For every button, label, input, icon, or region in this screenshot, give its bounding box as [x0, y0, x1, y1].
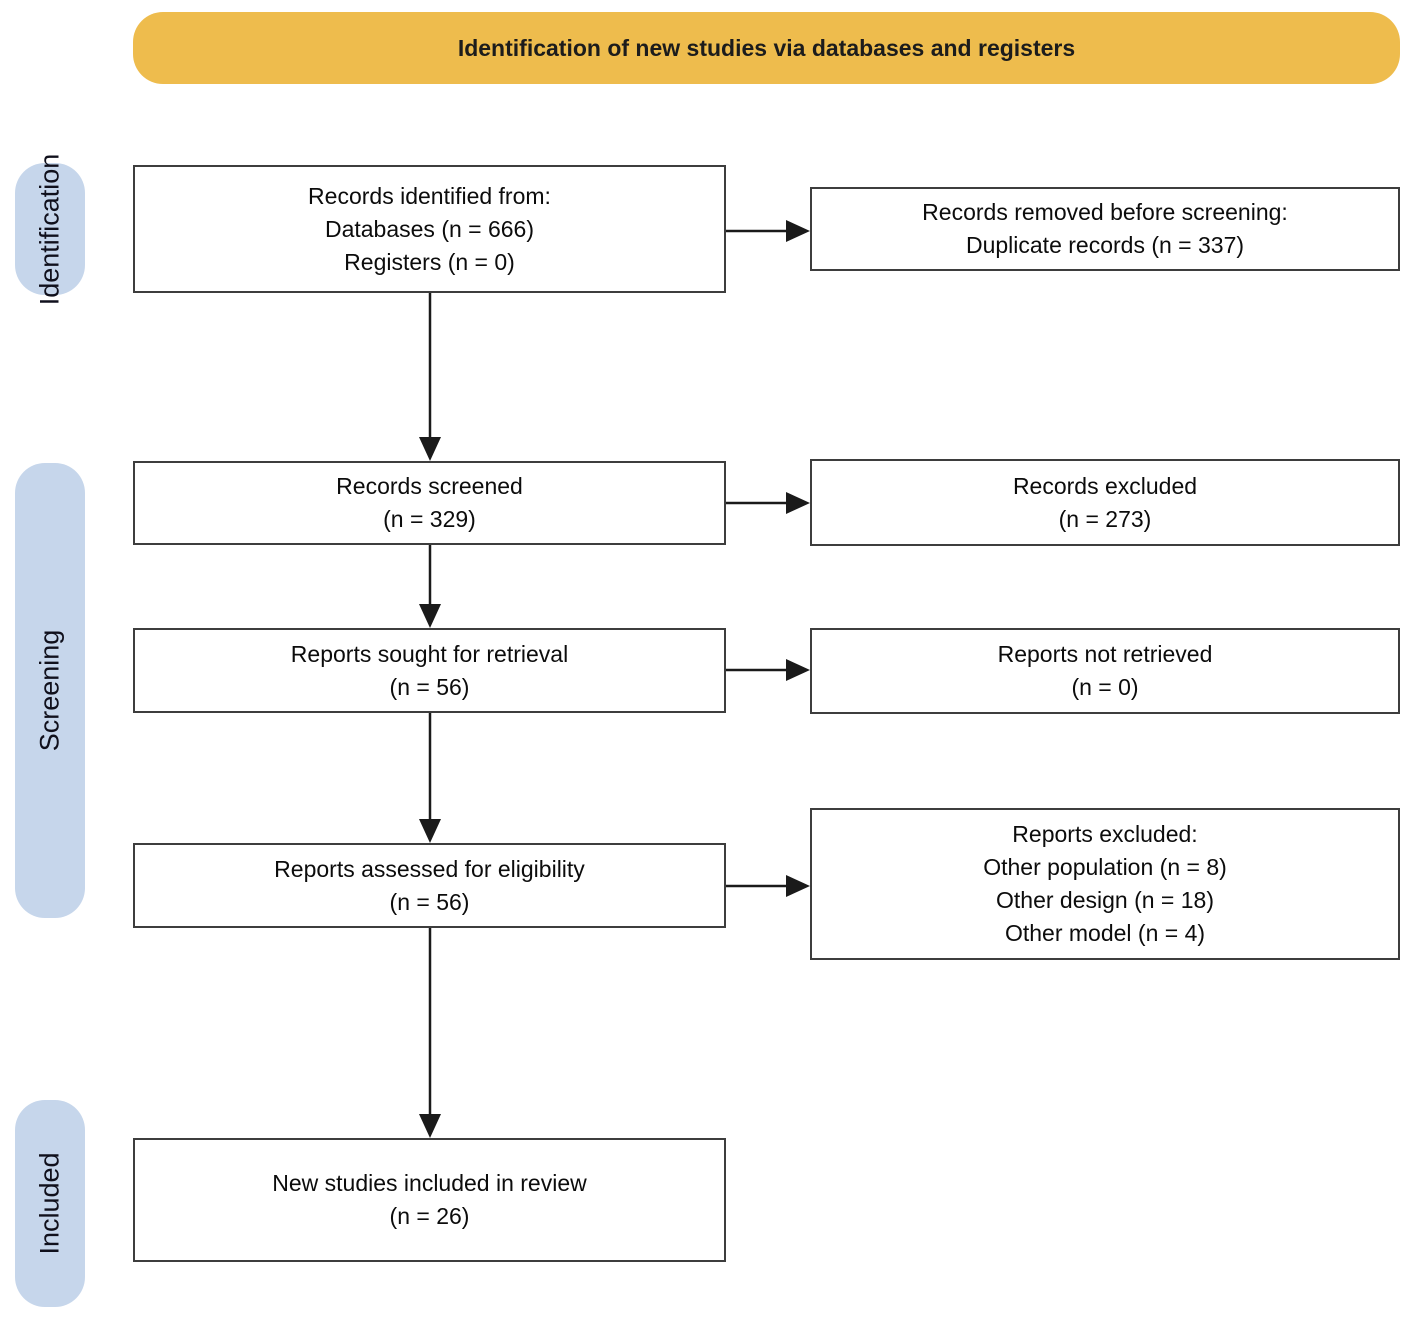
- arrow-screened-to-sought: [419, 545, 441, 628]
- arrow-sought-to-assessed: [419, 713, 441, 843]
- box-records-excluded: Records excluded (n = 273): [810, 459, 1400, 546]
- box-line: Other model (n = 4): [1004, 920, 1206, 946]
- box-line: (n = 56): [389, 673, 470, 700]
- box-line: Reports not retrieved: [997, 641, 1213, 667]
- box-records-screened: Records screened (n = 329): [133, 461, 726, 545]
- arrow-assessed-to-reports-excluded: [726, 875, 810, 897]
- box-reports-assessed-for-eligibility: Reports assessed for eligibility (n = 56…: [133, 843, 726, 928]
- box-line: (n = 0): [1071, 674, 1139, 700]
- stage-pill-included: Included: [15, 1100, 85, 1307]
- box-line: Databases (n = 666): [324, 215, 535, 242]
- arrow-sought-to-not-retrieved: [726, 659, 810, 681]
- arrow-identified-to-screened: [419, 293, 441, 461]
- box-records-removed-before-screening: Records removed before screening: Duplic…: [810, 187, 1400, 271]
- box-line: Records screened: [336, 473, 523, 499]
- box-records-identified: Records identified from: Databases (n = …: [133, 165, 726, 293]
- stage-label-screening: Screening: [34, 629, 65, 752]
- box-line: (n = 329): [383, 506, 476, 532]
- box-line: New studies included in review: [272, 1170, 587, 1196]
- arrow-screened-to-excluded: [726, 492, 810, 514]
- stage-pill-screening: Screening: [15, 463, 85, 918]
- box-line: Reports excluded:: [1012, 821, 1198, 847]
- box-line: Other design (n = 18): [996, 887, 1214, 913]
- stage-label-identification: Identification: [34, 153, 65, 305]
- box-line: Duplicate records (n = 337): [965, 232, 1245, 258]
- box-line: Reports assessed for eligibility: [274, 855, 585, 882]
- box-reports-sought-for-retrieval: Reports sought for retrieval (n = 56): [133, 628, 726, 713]
- box-reports-excluded: Reports excluded: Other population (n = …: [810, 808, 1400, 960]
- stage-pill-identification: Identification: [15, 153, 85, 305]
- box-line: Records removed before screening:: [922, 199, 1288, 225]
- banner-label: Identification of new studies via databa…: [457, 34, 1076, 61]
- box-line: Registers (n = 0): [344, 248, 515, 275]
- box-line: (n = 26): [389, 1203, 470, 1229]
- arrow-identified-to-removed: [726, 220, 810, 242]
- box-reports-not-retrieved: Reports not retrieved (n = 0): [810, 628, 1400, 714]
- box-new-studies-included-in-review: New studies included in review (n = 26): [133, 1138, 726, 1262]
- box-line: Other population (n = 8): [983, 854, 1227, 880]
- box-line: (n = 56): [389, 888, 470, 915]
- box-line: Reports sought for retrieval: [290, 640, 569, 667]
- box-line: Records identified from:: [308, 182, 551, 209]
- box-line: Records excluded: [1012, 472, 1198, 499]
- banner-identification-via-databases-and-registers: Identification of new studies via databa…: [133, 12, 1400, 84]
- box-line: (n = 273): [1058, 505, 1152, 532]
- arrow-assessed-to-included: [419, 928, 441, 1138]
- stage-label-included: Included: [34, 1152, 65, 1255]
